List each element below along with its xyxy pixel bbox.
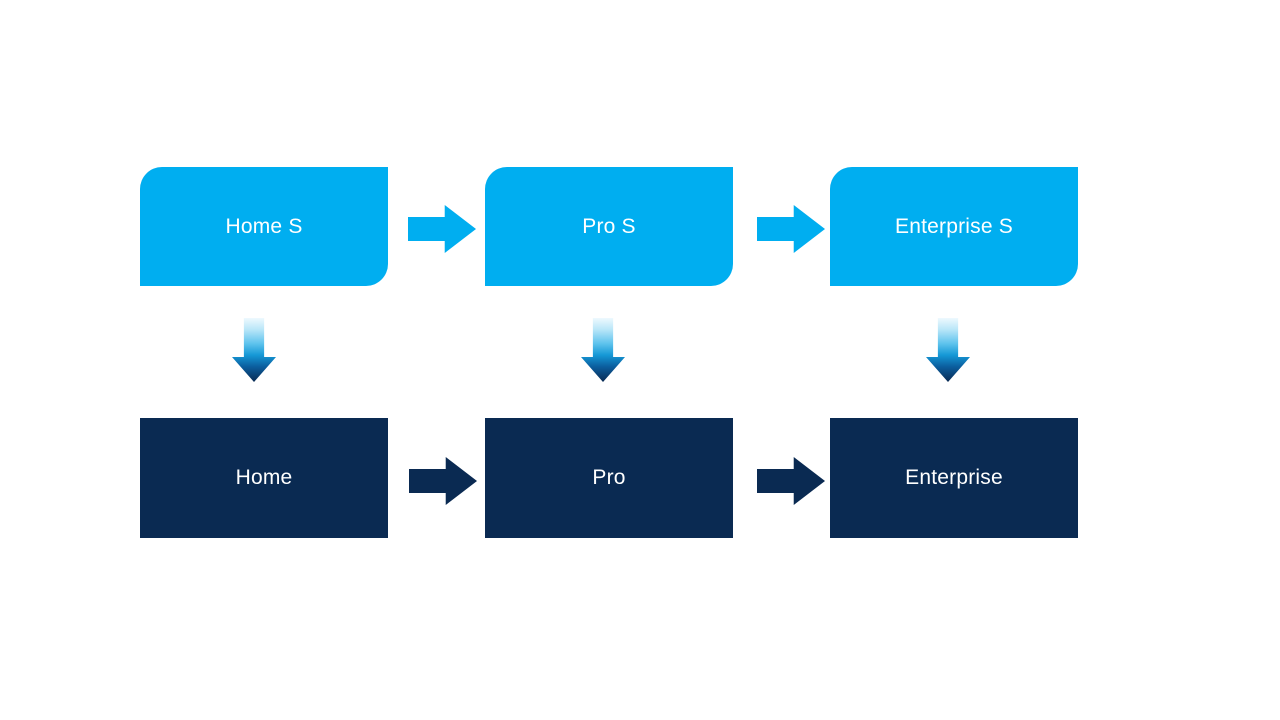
box-label: Home xyxy=(235,466,293,489)
down-arrow-icon xyxy=(926,318,970,382)
box-label: Home S xyxy=(225,214,303,238)
box-label: Enterprise xyxy=(905,466,1003,489)
right-arrow-icon xyxy=(408,205,476,253)
box-label: Pro xyxy=(592,466,626,489)
box-home: Home xyxy=(140,418,388,538)
box-home-s: Home S xyxy=(140,167,388,286)
box-enterprise-s: Enterprise S xyxy=(830,167,1078,286)
down-arrow-icon xyxy=(232,318,276,382)
down-arrow-icon xyxy=(581,318,625,382)
box-enterprise: Enterprise xyxy=(830,418,1078,538)
right-arrow-icon xyxy=(409,457,477,505)
box-pro: Pro xyxy=(485,418,733,538)
right-arrow-icon xyxy=(757,457,825,505)
box-label: Pro S xyxy=(582,214,636,238)
box-label: Enterprise S xyxy=(895,214,1013,238)
right-arrow-icon xyxy=(757,205,825,253)
box-pro-s: Pro S xyxy=(485,167,733,286)
